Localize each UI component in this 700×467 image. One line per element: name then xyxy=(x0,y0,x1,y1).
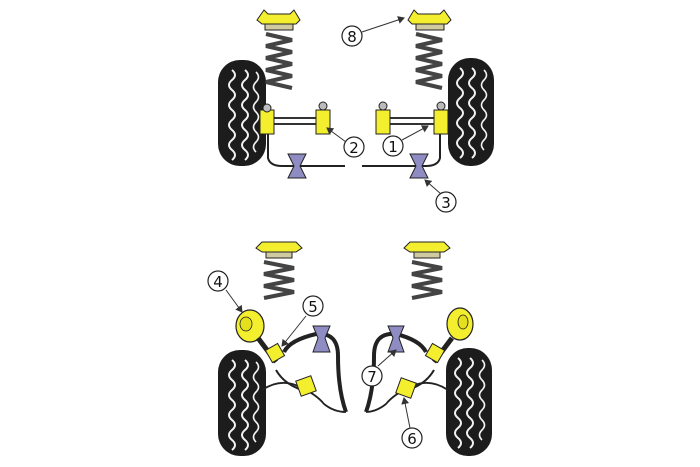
callout-4: 4 xyxy=(207,270,229,292)
callout-6: 6 xyxy=(401,427,423,449)
front-right-coil-spring xyxy=(415,32,443,90)
svg-text:7: 7 xyxy=(367,368,377,386)
rear-left-lower-bush xyxy=(295,375,317,397)
svg-text:3: 3 xyxy=(441,194,451,212)
rear-right-strut-top-mount xyxy=(446,307,474,341)
rear-left-strut-top-mount xyxy=(235,309,265,343)
callout-6-arrow xyxy=(401,397,411,429)
rear-right-arm-bush xyxy=(424,342,446,364)
front-right-inner-bush xyxy=(375,101,391,135)
svg-text:6: 6 xyxy=(407,430,417,448)
callout-1: 1 xyxy=(382,135,404,157)
callout-3-arrow xyxy=(424,179,442,195)
callout-7: 7 xyxy=(361,365,383,387)
rear-right-coil-spring xyxy=(411,260,443,300)
rear-left-arm-bush xyxy=(264,342,286,364)
front-right-tyre xyxy=(448,58,494,166)
rear-right-lower-bush xyxy=(395,377,417,399)
rear-left-antiroll-bush xyxy=(312,325,331,353)
svg-text:5: 5 xyxy=(308,298,318,316)
rear-left-spring-seat-bush xyxy=(255,241,303,259)
callout-2-arrow xyxy=(326,127,347,143)
front-suspension-group: 8 2 1 3 xyxy=(218,9,494,213)
svg-text:4: 4 xyxy=(213,273,223,291)
callout-2: 2 xyxy=(343,136,365,158)
front-right-outer-bush xyxy=(433,101,449,135)
svg-text:1: 1 xyxy=(388,138,398,156)
front-left-tyre xyxy=(218,60,266,166)
rear-right-antiroll-bush xyxy=(387,325,405,353)
front-right-top-mount-bush xyxy=(407,9,452,31)
front-right-antiroll-bush xyxy=(409,153,429,179)
front-left-top-mount-bush xyxy=(256,9,301,31)
rear-right-spring-seat-bush xyxy=(403,241,451,259)
front-left-inner-bush xyxy=(259,103,275,135)
callout-3: 3 xyxy=(435,191,457,213)
callout-8-arrow xyxy=(361,16,405,33)
rear-suspension-group: 4 5 7 6 xyxy=(207,241,492,456)
svg-text:2: 2 xyxy=(349,139,359,157)
rear-left-coil-spring xyxy=(263,260,295,300)
rear-left-tyre xyxy=(218,350,266,456)
callout-5: 5 xyxy=(302,295,324,317)
rear-right-tyre xyxy=(446,348,492,456)
callout-5-arrow xyxy=(281,315,307,347)
callout-7-arrow xyxy=(377,349,397,367)
svg-text:8: 8 xyxy=(347,28,357,46)
callout-8: 8 xyxy=(341,25,363,47)
callout-1-arrow xyxy=(401,125,429,141)
rear-left-trailing-arm xyxy=(256,331,348,413)
front-left-antiroll-bush xyxy=(287,153,307,179)
front-left-coil-spring xyxy=(265,32,293,90)
callout-4-arrow xyxy=(225,289,243,313)
